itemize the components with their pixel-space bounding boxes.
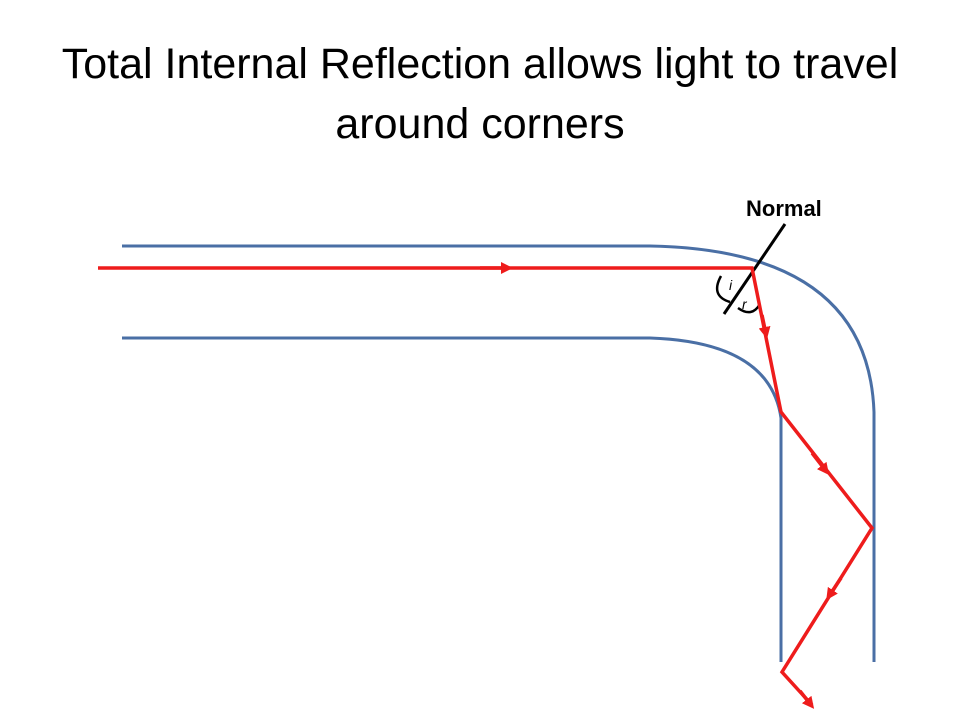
ray-arrow-3 (810, 451, 830, 475)
ray-arrow-5 (798, 689, 815, 709)
light-ray (98, 266, 875, 707)
fibre-outer-wall (122, 244, 876, 662)
slide-title: Total Internal Reflection allows light t… (61, 40, 899, 148)
ray-arrow-2 (758, 314, 771, 339)
angle-i-arc (715, 275, 731, 304)
ray-arrow-4 (826, 577, 843, 601)
angle-r-label: r (742, 296, 748, 312)
normal-label: Normal (746, 196, 822, 221)
angle-i-label: i (729, 277, 733, 293)
fibre-inner-wall (122, 336, 783, 662)
normal-line (722, 223, 787, 315)
